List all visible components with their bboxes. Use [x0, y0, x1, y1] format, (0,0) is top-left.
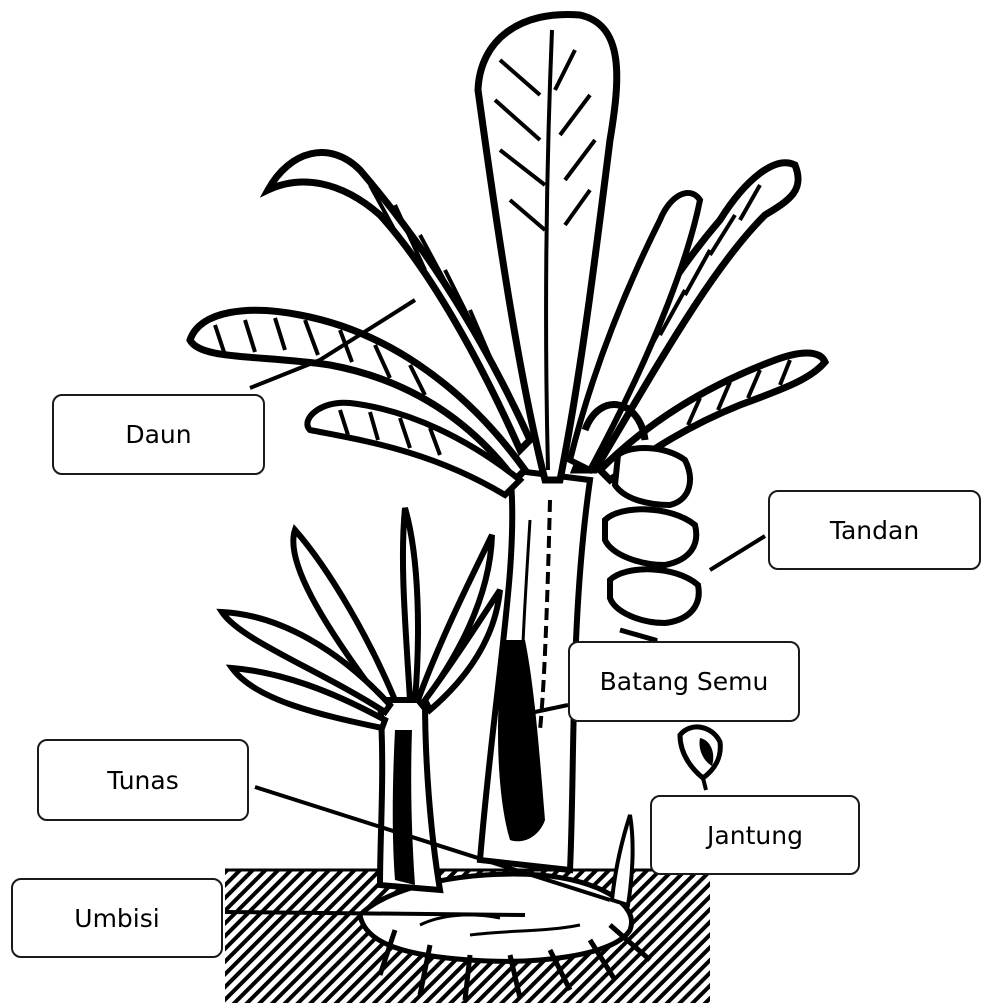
label-tandan: Tandan	[768, 490, 981, 570]
leader-tandan	[710, 536, 765, 570]
banana-heart	[680, 727, 720, 790]
label-daun: Daun	[52, 394, 265, 475]
label-jantung: Jantung	[650, 795, 860, 875]
label-umbisi: Umbisi	[11, 878, 223, 958]
label-tunas: Tunas	[37, 739, 249, 821]
label-batang-semu: Batang Semu	[568, 641, 800, 722]
sucker-plant	[222, 508, 500, 890]
small-shoot	[612, 815, 633, 905]
main-leaves	[190, 14, 825, 495]
